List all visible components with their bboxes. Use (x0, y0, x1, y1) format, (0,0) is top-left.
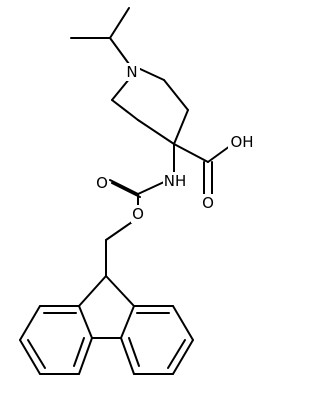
bond (27, 339, 46, 369)
label-background (124, 63, 140, 81)
label-background (95, 174, 109, 192)
bond (111, 182, 141, 198)
bond (163, 79, 189, 111)
piperidine-ring (111, 67, 189, 145)
bond (137, 67, 165, 81)
bond (120, 305, 135, 339)
bond (173, 109, 189, 145)
amine-nh-label: NH (164, 172, 187, 190)
bond (19, 305, 41, 341)
bond (78, 275, 107, 307)
bond (120, 337, 135, 375)
bond (137, 119, 175, 145)
hydroxyl-label: OH (230, 133, 253, 151)
acid-carbonyl-oxygen-label: O (202, 194, 214, 212)
bond (128, 337, 140, 367)
fluorene-ring-system (19, 275, 194, 375)
carbamate-carbonyl-oxygen-label: O (96, 174, 108, 192)
bond (109, 37, 130, 65)
bond (109, 179, 139, 195)
bond (105, 275, 135, 307)
bond (167, 339, 186, 369)
bond (105, 221, 133, 241)
bond (73, 337, 85, 367)
atom-labels: N OH O NH O O (95, 63, 256, 223)
bond (207, 145, 231, 163)
bond (172, 339, 194, 375)
ring-nitrogen-label: N (126, 63, 137, 81)
bond (137, 181, 165, 195)
bond (19, 339, 41, 375)
bond (78, 337, 93, 375)
isopropyl-group (70, 7, 130, 65)
label-background (201, 194, 215, 212)
label-background (163, 172, 187, 190)
carbamate-group (105, 143, 175, 277)
bond (172, 305, 194, 341)
bond (109, 7, 130, 39)
bond (173, 143, 209, 163)
ester-oxygen-label: O (132, 205, 144, 223)
bond (111, 77, 131, 101)
label-background (228, 133, 256, 151)
label-background (131, 205, 145, 223)
carboxylic-acid-group (173, 143, 231, 197)
bond (78, 305, 93, 339)
bond (111, 99, 139, 121)
chemical-structure: N OH O NH O O (19, 7, 256, 375)
